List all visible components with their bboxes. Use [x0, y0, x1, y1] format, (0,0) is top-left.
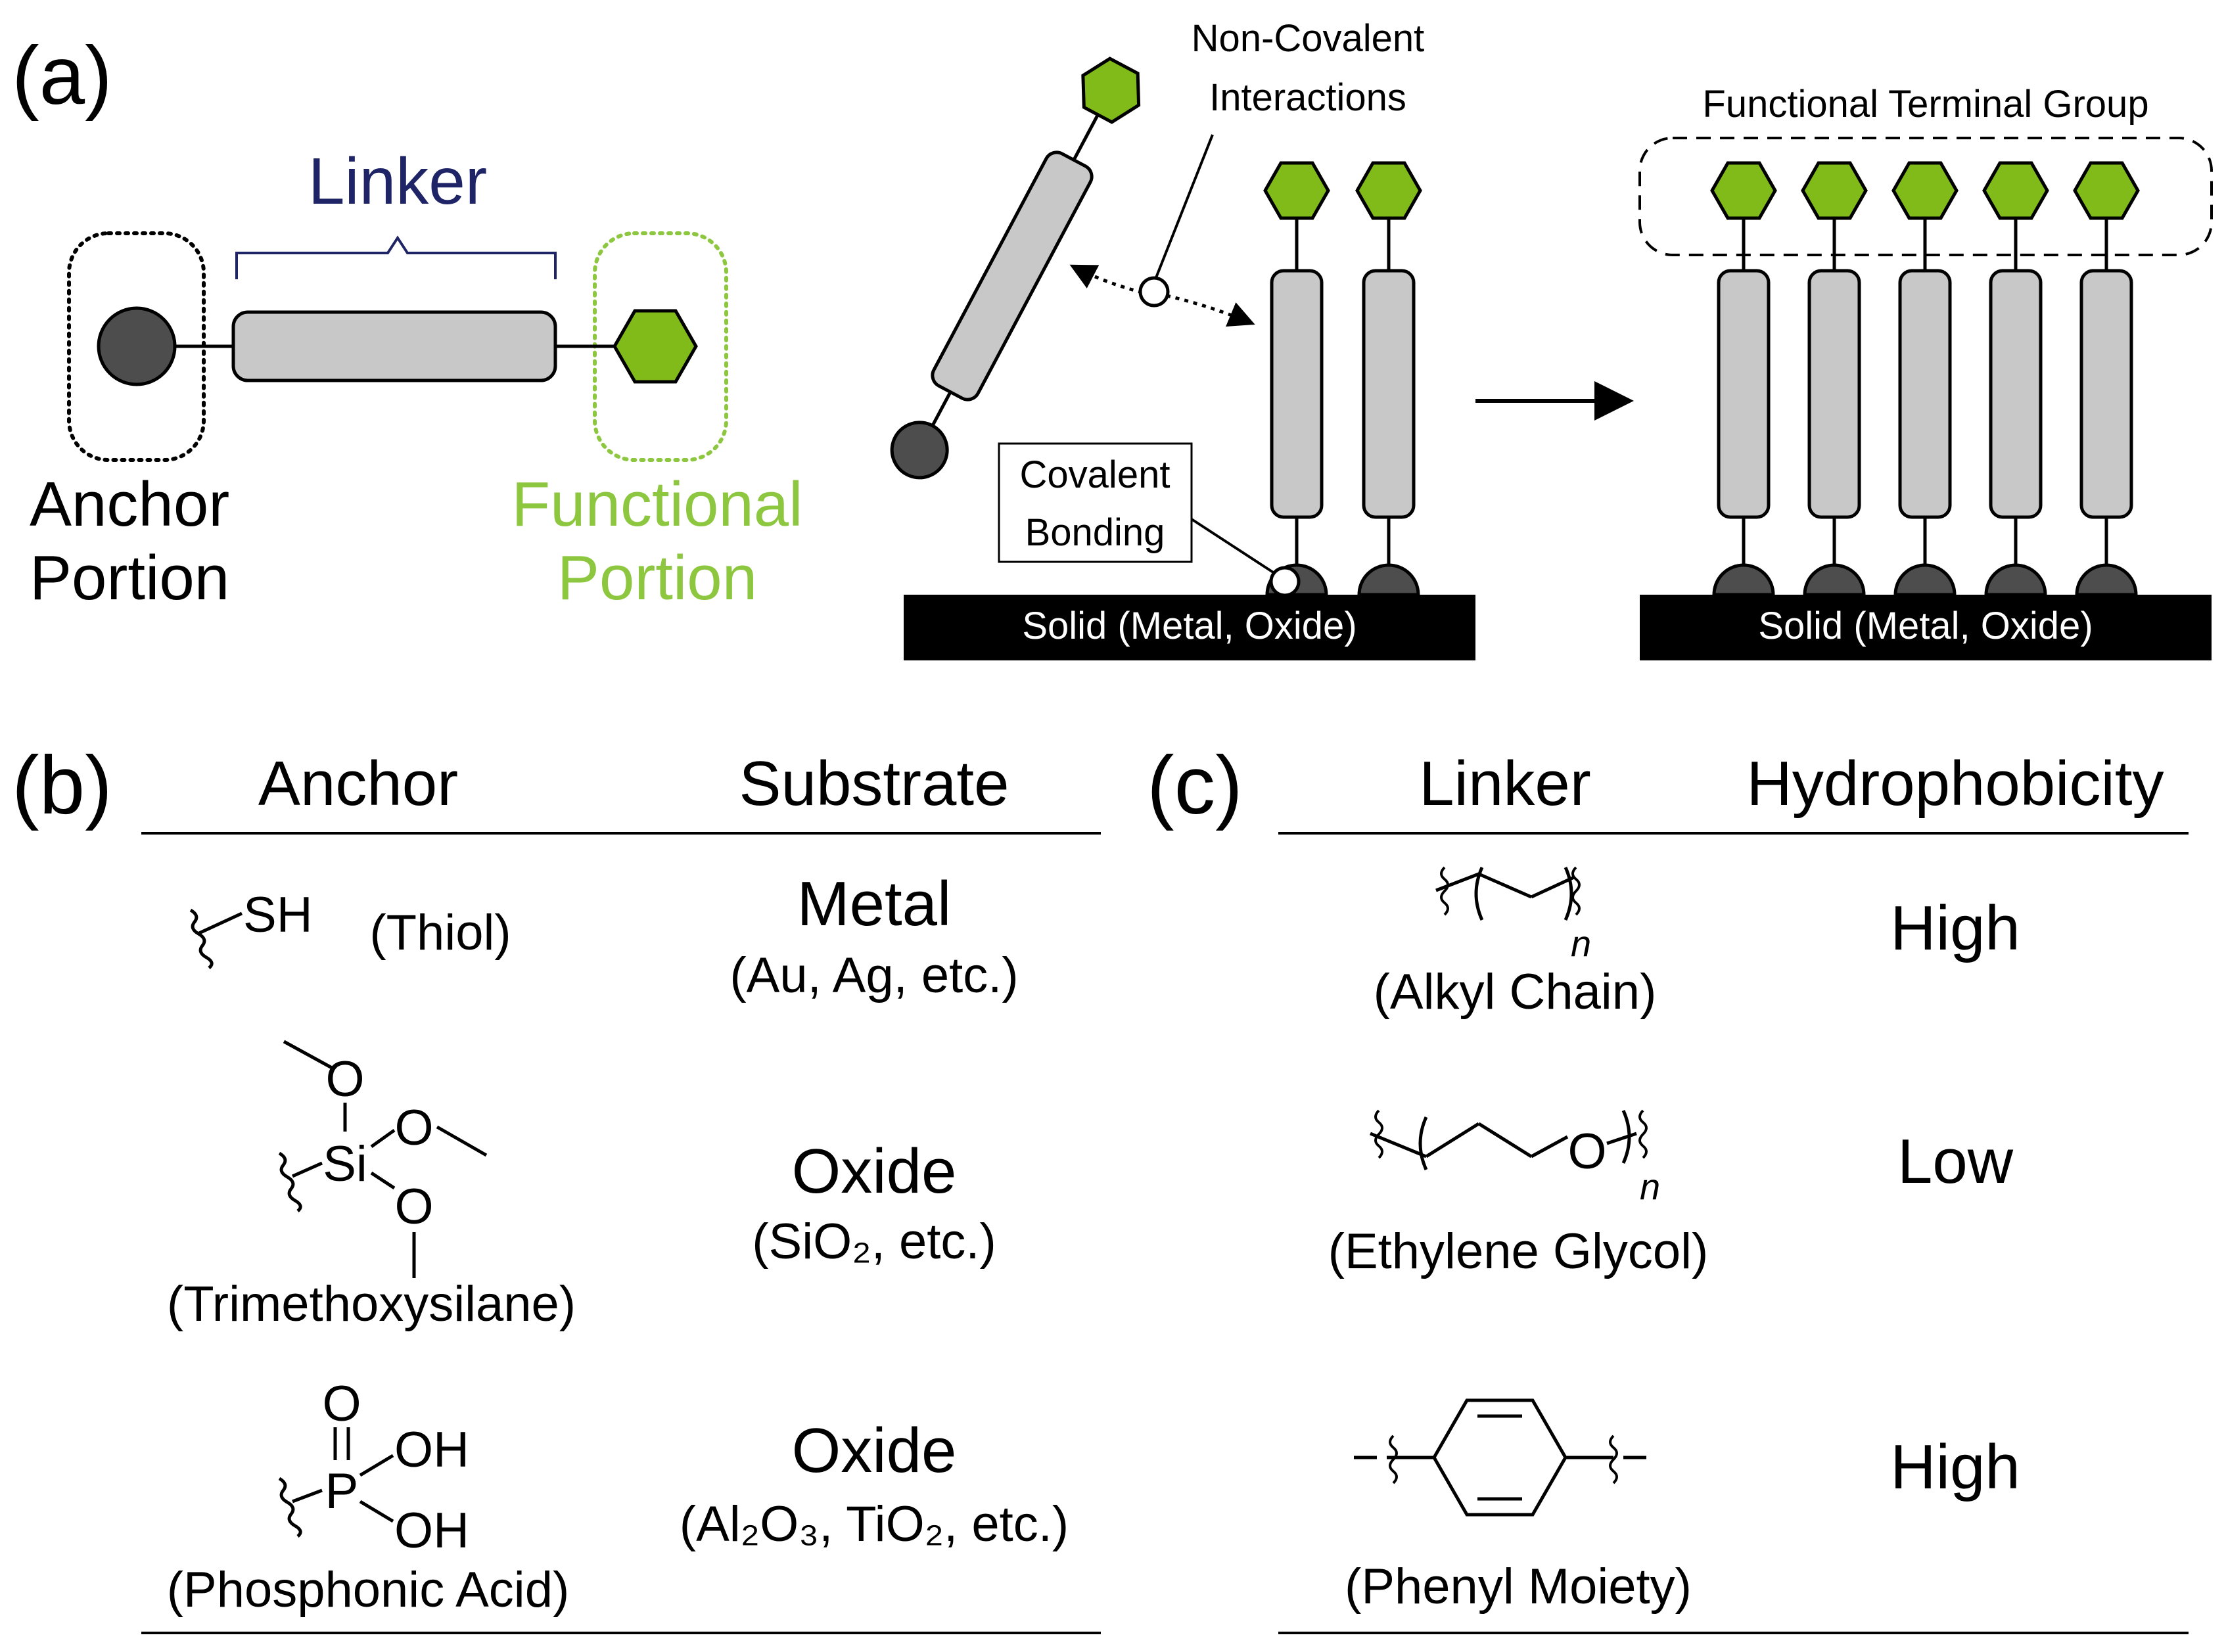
glycol-repeat-n: n	[1640, 1166, 1660, 1207]
glycol-hydrophobicity: Low	[1897, 1126, 2014, 1197]
ethylene-glycol-structure: O n	[1370, 1109, 1660, 1207]
panel-c-header-linker: Linker	[1419, 748, 1590, 819]
panel-b-label: (b)	[12, 740, 112, 831]
thiol-structure: SH	[189, 887, 313, 969]
panel-b-header-anchor: Anchor	[258, 748, 458, 819]
covalent-label-box	[998, 442, 1193, 563]
substrate-left	[904, 595, 1475, 660]
alkyl-repeat-n: n	[1571, 923, 1591, 964]
anchor-label-line2: Portion	[30, 543, 229, 613]
covalent-label-line1: Covalent	[1020, 453, 1171, 496]
panel-b-header-substrate: Substrate	[739, 748, 1009, 819]
anchor-label-line1: Anchor	[30, 469, 229, 539]
oxide-examples-2: (Al₂O₃, TiO₂, etc.)	[680, 1496, 1069, 1552]
functional-label-line2: Portion	[557, 543, 757, 613]
functional-label-line1: Functional	[512, 469, 803, 539]
trimethoxysilane-structure: O Si O O	[278, 1040, 488, 1278]
silane-oxygen-top: O	[325, 1051, 364, 1107]
non-covalent-label-line1: Non-Covalent	[1192, 17, 1425, 60]
non-covalent-arrow-left	[1069, 264, 1143, 294]
sam-molecule-2	[1801, 161, 1868, 597]
metal-substrate: Metal	[797, 869, 952, 939]
alkyl-chain-label: (Alkyl Chain)	[1374, 964, 1657, 1020]
covalent-pointer	[1190, 518, 1282, 578]
non-covalent-marker	[1138, 276, 1170, 308]
standing-molecule-1	[1263, 161, 1330, 597]
covalent-marker	[1269, 566, 1301, 597]
oxide-substrate-1: Oxide	[792, 1136, 957, 1206]
panel-c-label: (c)	[1147, 740, 1243, 831]
phosphonic-oh-bottom: OH	[394, 1503, 469, 1559]
standing-molecule-2	[1355, 161, 1422, 597]
functional-hexagon	[613, 309, 698, 384]
non-covalent-arrow-right	[1166, 294, 1255, 327]
sam-molecule-4	[1982, 161, 2049, 597]
sam-molecule-1	[1710, 161, 1777, 597]
substrate-left-label: Solid (Metal, Oxide)	[1022, 605, 1356, 647]
approaching-molecule	[890, 57, 1141, 480]
metal-examples: (Au, Ag, etc.)	[730, 948, 1018, 1003]
silane-oxygen-right: O	[394, 1100, 433, 1156]
substrate-right	[1640, 595, 2212, 660]
thiol-group: SH	[243, 887, 313, 943]
panel-c-header-hydrophobicity: Hydrophobicity	[1747, 748, 2164, 819]
phosphonic-acid-label: (Phosphonic Acid)	[167, 1562, 570, 1618]
anchor-sphere	[97, 306, 177, 386]
phosphonic-oxygen: O	[322, 1376, 361, 1432]
thiol-label: (Thiol)	[369, 905, 511, 961]
sam-molecule-3	[1891, 161, 1959, 597]
substrate-right-label: Solid (Metal, Oxide)	[1758, 605, 2093, 647]
linker-rod	[231, 310, 557, 382]
covalent-label-line2: Bonding	[1025, 511, 1165, 554]
phosphonic-acid-structure: O P OH OH	[278, 1376, 469, 1559]
linker-bracket	[235, 235, 557, 279]
non-covalent-pointer	[1154, 134, 1214, 280]
non-covalent-label-line2: Interactions	[1209, 76, 1406, 119]
functional-terminal-label: Functional Terminal Group	[1702, 83, 2148, 126]
silane-atom: Si	[323, 1136, 367, 1192]
approaching-anchor-sphere	[890, 421, 949, 480]
phosphorus-atom: P	[325, 1463, 359, 1519]
oxide-substrate-2: Oxide	[792, 1415, 957, 1486]
approaching-linker-rod	[931, 150, 1094, 402]
linker-label: Linker	[308, 145, 487, 218]
trimethoxysilane-label: (Trimethoxysilane)	[167, 1276, 576, 1332]
silane-oxygen-bottom: O	[394, 1179, 433, 1235]
panel-a-label: (a)	[12, 30, 112, 122]
oxide-examples-1: (SiO₂, etc.)	[752, 1214, 996, 1270]
phenyl-label: (Phenyl Moiety)	[1345, 1559, 1692, 1615]
phenyl-structure	[1354, 1398, 1646, 1517]
ethylene-glycol-label: (Ethylene Glycol)	[1328, 1224, 1709, 1279]
phosphonic-oh-top: OH	[394, 1422, 469, 1478]
alkyl-chain-structure: n	[1435, 866, 1591, 964]
phenyl-hydrophobicity: High	[1890, 1432, 2020, 1502]
glycol-oxygen: O	[1567, 1124, 1606, 1180]
approaching-functional-hexagon	[1081, 57, 1141, 124]
sam-molecule-5	[2073, 161, 2140, 597]
alkyl-hydrophobicity: High	[1890, 893, 2020, 963]
